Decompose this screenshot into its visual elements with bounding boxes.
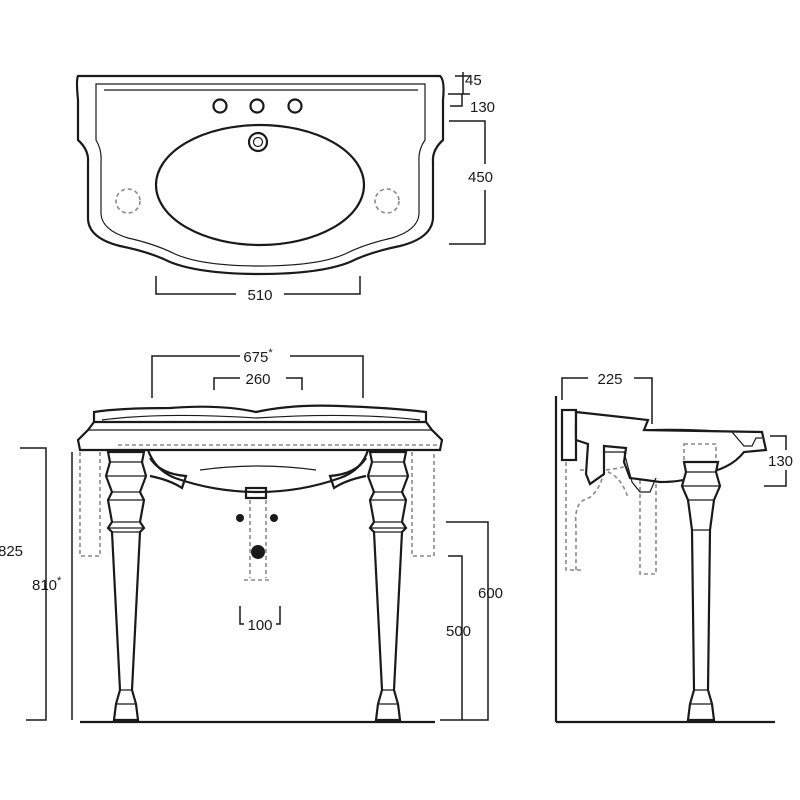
dim-front-taps: 260 <box>245 371 270 388</box>
dim-side-rim: 130 <box>768 453 793 470</box>
side-view-basin <box>574 410 768 486</box>
dim-front-height-total: 825 <box>0 543 23 560</box>
dim-front-overall: 675* <box>243 347 273 366</box>
front-view: 675* 260 825 810* 100 600 500 <box>0 347 503 724</box>
front-view-top <box>76 420 444 452</box>
top-view-tap-hole <box>212 98 228 114</box>
dim-top-width: 510 <box>247 287 272 304</box>
top-view-tap-hole <box>287 98 303 114</box>
dim-top-back: 130 <box>470 99 495 116</box>
top-view-leg-fixing <box>374 188 400 214</box>
dim-front-drain: 100 <box>247 617 272 634</box>
top-view-outline <box>75 74 445 276</box>
front-view-leg-right <box>366 450 410 722</box>
top-view-inner-rim <box>95 83 426 267</box>
top-view-leg-fixing <box>115 188 141 214</box>
front-view-leg-left <box>104 450 148 722</box>
dim-side-depth: 225 <box>597 371 622 388</box>
top-view-tap-hole <box>249 98 265 114</box>
dim-top-rim: 45 <box>465 72 482 89</box>
dim-front-height-rim: 810* <box>32 575 62 594</box>
top-view-overflow <box>247 131 269 153</box>
side-view-leg <box>680 460 722 722</box>
top-view-basin <box>154 123 366 247</box>
top-view: 510 45 130 450 <box>75 72 495 304</box>
front-view-basin <box>146 449 370 494</box>
dim-front-500: 500 <box>446 623 471 640</box>
dim-front-600: 600 <box>478 585 503 602</box>
dim-top-depth: 450 <box>468 169 493 186</box>
side-view: 225 130 <box>554 371 793 724</box>
